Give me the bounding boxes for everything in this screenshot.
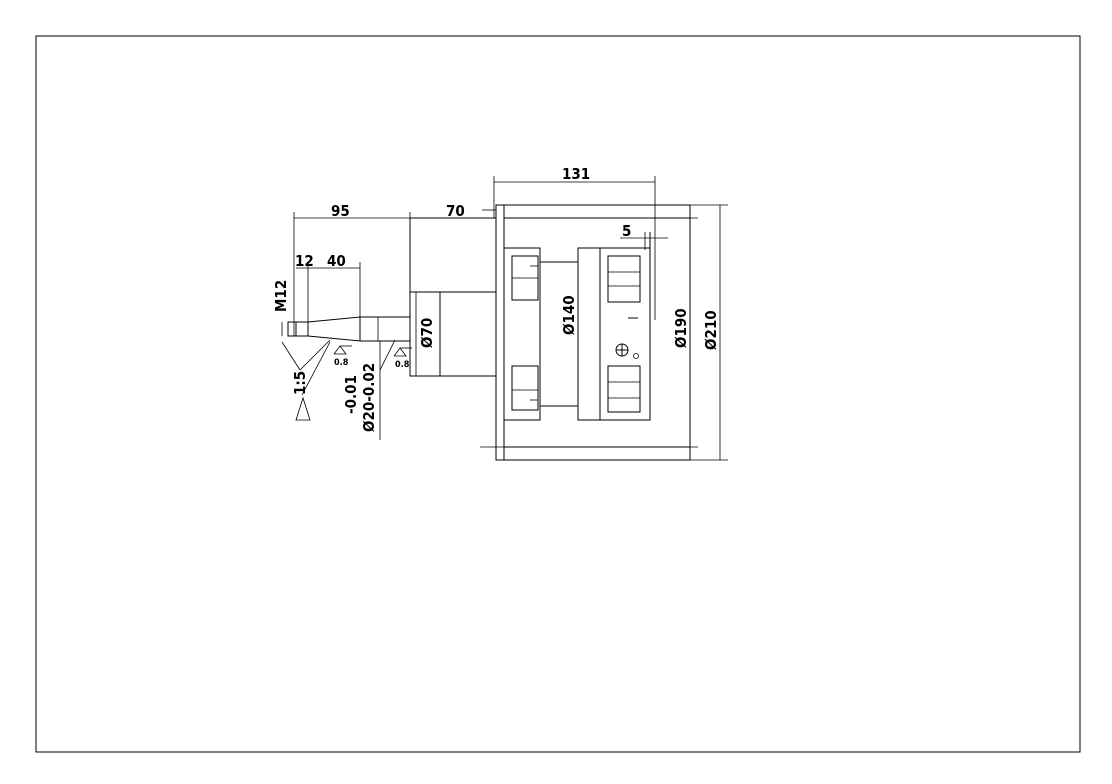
sheet-border	[35, 35, 1081, 753]
dim-12: 12	[295, 252, 314, 270]
roughness-1: 0.8	[334, 358, 349, 368]
dim-70: 70	[446, 202, 465, 220]
dim-131: 131	[562, 165, 590, 183]
dim-taper-ratio: 1:5	[291, 371, 309, 395]
dim-d210: Ø210	[702, 310, 720, 350]
dim-d140: Ø140	[560, 295, 578, 335]
dim-40: 40	[327, 252, 346, 270]
dim-d190: Ø190	[672, 308, 690, 348]
dimension-lines	[281, 176, 728, 461]
dimension-labels: 95 70 131 5 12 40 M12 Ø70 Ø140 Ø190 Ø210…	[272, 165, 720, 432]
dim-shaft-diameter: Ø20-0.02	[360, 363, 378, 432]
roughness-2: 0.8	[395, 360, 410, 370]
dim-tolerance-upper: -0.01	[342, 375, 360, 414]
chuck-body	[495, 204, 691, 461]
dim-m12: M12	[272, 280, 290, 312]
taper-shaft	[287, 316, 411, 342]
dim-d70: Ø70	[418, 318, 436, 348]
flange-body	[409, 217, 497, 377]
dim-5: 5	[622, 222, 631, 240]
dim-95: 95	[331, 202, 350, 220]
